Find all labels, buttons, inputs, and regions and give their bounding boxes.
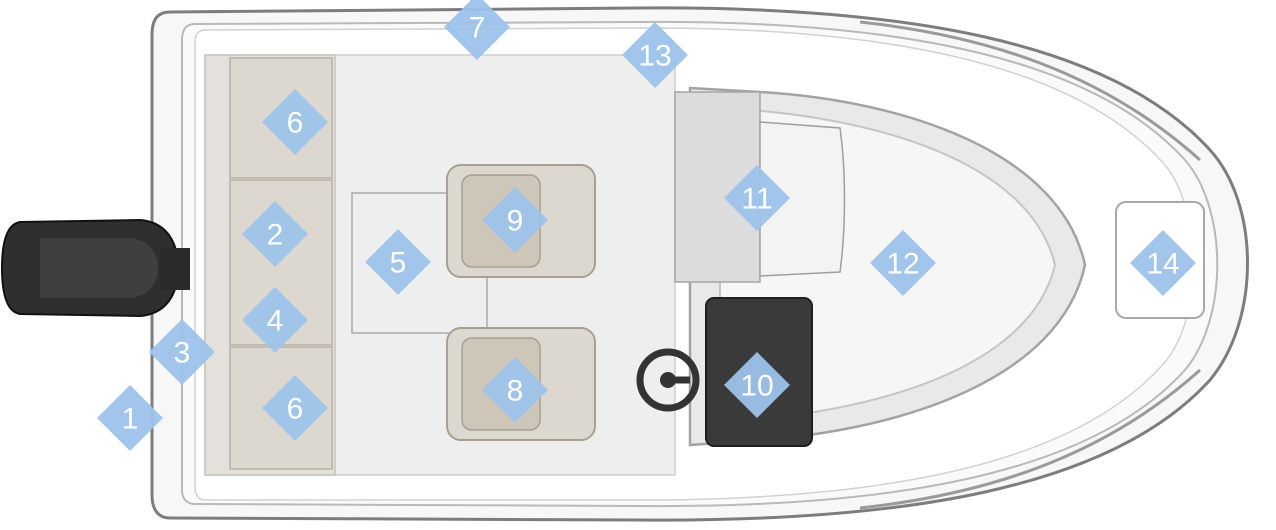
marker-9: 9 bbox=[482, 187, 548, 253]
marker-1: 1 bbox=[97, 385, 163, 451]
marker-label: 10 bbox=[740, 370, 773, 403]
marker-label: 6 bbox=[287, 393, 304, 426]
marker-diamond bbox=[1130, 230, 1196, 296]
marker-label: 3 bbox=[174, 337, 191, 370]
marker-label: 11 bbox=[741, 183, 772, 216]
rail-bottom bbox=[859, 368, 1202, 510]
marker-diamond bbox=[262, 375, 328, 441]
marker-6: 6 bbox=[262, 375, 328, 441]
marker-diamond bbox=[149, 319, 215, 385]
marker-3: 3 bbox=[149, 319, 215, 385]
marker-label: 12 bbox=[886, 248, 919, 281]
rail-top bbox=[859, 20, 1202, 162]
marker-diamond bbox=[262, 89, 328, 155]
marker-6: 6 bbox=[262, 89, 328, 155]
marker-8: 8 bbox=[482, 357, 548, 423]
marker-label: 14 bbox=[1146, 248, 1179, 281]
marker-label: 8 bbox=[507, 375, 524, 408]
marker-7: 7 bbox=[444, 0, 510, 60]
marker-diamond bbox=[97, 385, 163, 451]
outboard-engine-icon bbox=[0, 218, 190, 318]
marker-10: 10 bbox=[724, 352, 790, 418]
marker-diamond bbox=[870, 230, 936, 296]
marker-label: 6 bbox=[287, 107, 304, 140]
marker-diamond bbox=[242, 287, 308, 353]
marker-label: 13 bbox=[638, 40, 671, 73]
marker-diamond bbox=[724, 352, 790, 418]
marker-diamond bbox=[444, 0, 510, 60]
marker-diamond bbox=[482, 187, 548, 253]
marker-5: 5 bbox=[365, 229, 431, 295]
marker-diamond bbox=[242, 201, 308, 267]
marker-diamond bbox=[482, 357, 548, 423]
marker-diamond bbox=[365, 229, 431, 295]
marker-diamond bbox=[622, 22, 688, 88]
marker-13: 13 bbox=[622, 22, 688, 88]
marker-label: 1 bbox=[122, 403, 139, 436]
marker-diamond bbox=[724, 165, 790, 231]
marker-label: 7 bbox=[469, 12, 486, 45]
marker-11: 11 bbox=[724, 165, 790, 231]
marker-label: 4 bbox=[267, 305, 284, 338]
marker-12: 12 bbox=[870, 230, 936, 296]
marker-4: 4 bbox=[242, 287, 308, 353]
marker-label: 5 bbox=[390, 247, 407, 280]
marker-2: 2 bbox=[242, 201, 308, 267]
marker-14: 14 bbox=[1130, 230, 1196, 296]
marker-label: 2 bbox=[267, 219, 284, 252]
steering-wheel-icon bbox=[636, 348, 700, 412]
marker-label: 9 bbox=[507, 205, 524, 238]
